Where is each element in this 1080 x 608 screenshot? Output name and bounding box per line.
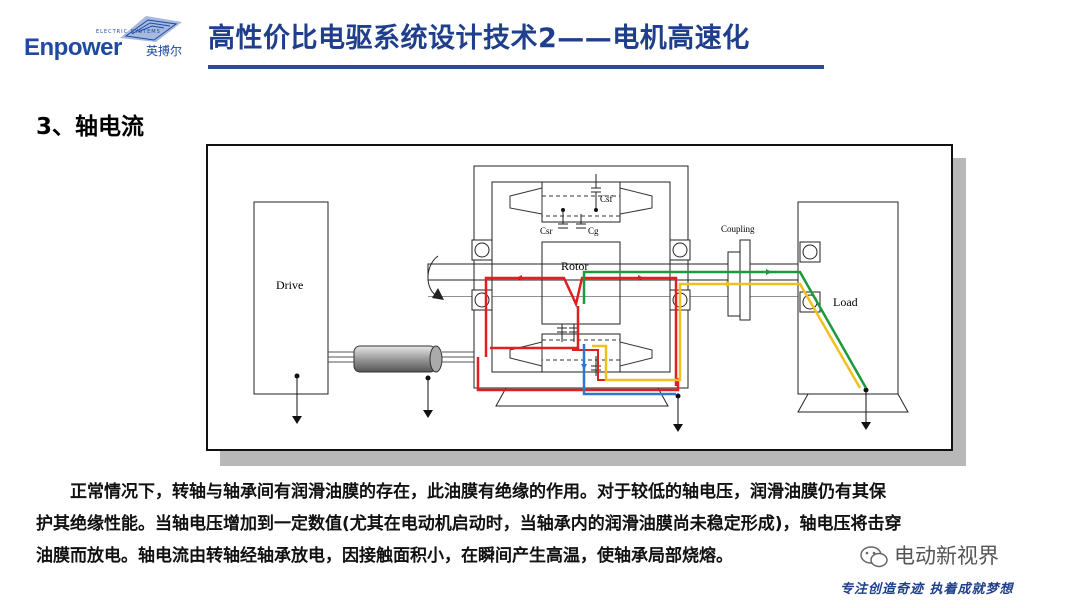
cable [353,345,437,373]
load-ground-icon [861,422,871,430]
shaft-current-diagram: Drive Csf Csr Cg Rotor [206,144,966,466]
watermark-text: 电动新视界 [894,544,999,568]
paragraph-line-2: 护其绝缘性能。当轴电压增加到一定数值(尤其在电动机启动时，当轴承内的润滑油膜尚未… [36,514,902,534]
blue-current-path [582,344,676,396]
wechat-icon [860,546,888,568]
drive-label: Drive [276,278,303,292]
section-heading: 3、轴电流 [36,114,145,140]
brand-name-cn: 英搏尔 [146,44,183,58]
paragraph-line-1: 正常情况下，转轴与轴承间有润滑油膜的存在，此油膜有绝缘的作用。对于较低的轴电压，… [70,482,886,502]
green-current-path [582,270,868,389]
slogan: 专注创造奇迹 执着成就梦想 [840,582,1014,597]
brand-name: Enpower [24,34,122,61]
yellow-current-path [592,282,862,389]
motor-housing [473,165,689,389]
body-paragraph: 正常情况下，转轴与轴承间有润滑油膜的存在，此油膜有绝缘的作用。对于较低的轴电压，… [36,476,1046,572]
watermark: 电动新视界 [860,540,999,570]
csf-label: Csf [600,194,613,204]
paragraph-line-3: 油膜而放电。轴电流由转轴经轴承放电，因接触面积小，在瞬间产生高温，使轴承局部烧熔… [36,546,733,566]
drive-ground-icon [292,416,302,424]
rotor-label: Rotor [561,259,588,273]
rotation-arrow-icon [432,288,444,300]
csr-label: Csr [540,226,553,236]
red-current-path [476,357,680,392]
company-logo: ELECTRIC SYSTEMS Enpower 英搏尔 [18,12,208,62]
title-underline [208,65,824,69]
motor-ground-icon [673,424,683,432]
drive-box [253,201,329,395]
logo-mark-icon [120,16,182,42]
slide-title: 高性价比电驱系统设计技术2——电机高速化 [208,23,750,54]
cg-label: Cg [588,226,599,236]
brand-tagline: ELECTRIC SYSTEMS [96,29,161,35]
coupling-label: Coupling [721,224,755,234]
load-label: Load [833,295,858,309]
